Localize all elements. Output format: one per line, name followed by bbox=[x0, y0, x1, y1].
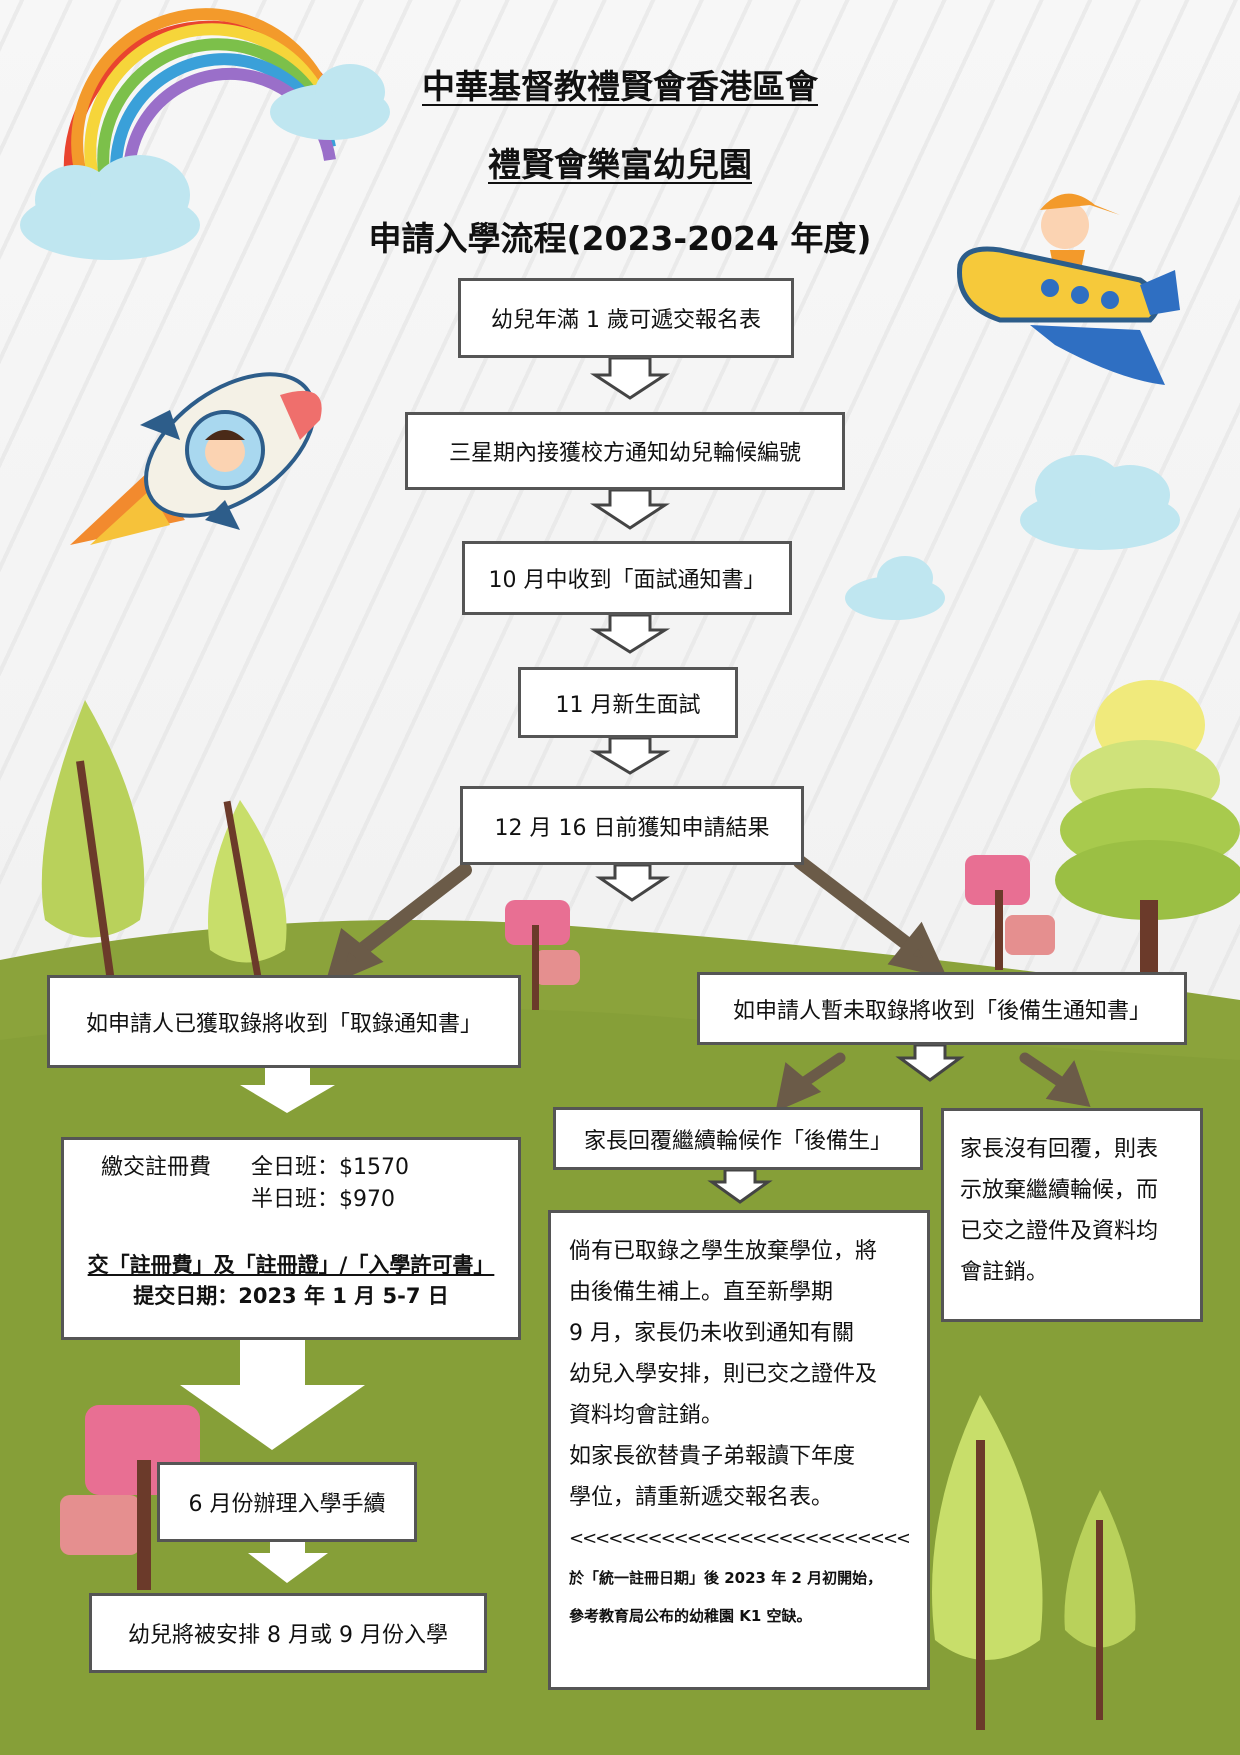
info-line: 幼兒入學安排，則已交之證件及 bbox=[569, 1362, 878, 1387]
fee-label: 繳交註冊費 bbox=[101, 1155, 212, 1180]
org-name: 中華基督教禮賢會香港區會 bbox=[422, 67, 818, 106]
step-result: 12 月 16 日前獲知申請結果 bbox=[460, 786, 804, 865]
step-interview: 11 月新生面試 bbox=[518, 667, 738, 738]
note-line: 於「統一註冊日期」後 2023 年 2 月初開始， bbox=[569, 1569, 883, 1587]
arrow-down-icon bbox=[589, 356, 965, 1204]
admitted-notice: 如申請人已獲取錄將收到「取錄通知書」 bbox=[47, 975, 521, 1068]
no-reply-line: 家長沒有回覆，則表 bbox=[960, 1137, 1159, 1162]
separator-line: <<<<<<<<<<<<<<<<<<<<<<<<<<<<<<< bbox=[569, 1528, 909, 1549]
no-reply-box: 家長沒有回覆，則表 示放棄繼續輪候，而 已交之證件及資料均 會註銷。 bbox=[941, 1108, 1203, 1322]
tree-icon bbox=[932, 1395, 1136, 1730]
no-reply-line: 會註銷。 bbox=[960, 1260, 1049, 1285]
tree-icon bbox=[41, 700, 287, 990]
no-reply-line: 已交之證件及資料均 bbox=[960, 1219, 1159, 1244]
tree-icon bbox=[965, 680, 1240, 980]
arrow-diagonal-icon bbox=[324, 855, 1091, 1112]
school-name: 禮賢會樂富幼兒園 bbox=[488, 145, 752, 184]
rocket-icon bbox=[70, 372, 322, 545]
cloud-icon bbox=[20, 64, 1180, 620]
info-line: 學位，請重新遞交報名表。 bbox=[569, 1485, 834, 1510]
info-line: 倘有已取錄之學生放棄學位，將 bbox=[569, 1239, 878, 1264]
note-line: 參考教育局公布的幼稚園 K1 空缺。 bbox=[569, 1607, 812, 1625]
enrolment-procedure: 6 月份辦理入學手續 bbox=[157, 1462, 417, 1542]
info-line: 資料均會註銷。 bbox=[569, 1403, 724, 1428]
step-interview-notice: 10 月中收到「面試通知書」 bbox=[462, 541, 792, 615]
no-reply-line: 示放棄繼續輪候，而 bbox=[960, 1178, 1159, 1203]
info-line: 9 月，家長仍未收到通知有關 bbox=[569, 1321, 854, 1346]
fee-full-day: 全日班：$1570 bbox=[251, 1155, 409, 1180]
waitlist-reply: 家長回覆繼續輪候作「後備生」 bbox=[553, 1107, 923, 1170]
airplane-icon bbox=[957, 193, 1180, 385]
submit-items: 交「註冊費」及「註冊證」/「入學許可書」 bbox=[87, 1253, 495, 1277]
step-waitlist-number: 三星期內接獲校方通知幼兒輪候編號 bbox=[405, 412, 845, 490]
info-line: 由後備生補上。直至新學期 bbox=[569, 1280, 834, 1305]
info-line: 如家長欲替貴子弟報讀下年度 bbox=[569, 1444, 856, 1469]
arrow-down-icon bbox=[180, 1068, 365, 1583]
fee-half-day: 半日班：$970 bbox=[251, 1187, 395, 1212]
enrolment-date: 幼兒將被安排 8 月或 9 月份入學 bbox=[89, 1593, 487, 1673]
waitlist-notice: 如申請人暫未取錄將收到「後備生通知書」 bbox=[697, 972, 1187, 1045]
registration-fee-box: 繳交註冊費 全日班：$1570 半日班：$970 交「註冊費」及「註冊證」/「入… bbox=[61, 1137, 521, 1340]
submit-date: 提交日期：2023 年 1 月 5-7 日 bbox=[133, 1284, 449, 1308]
tree-icon bbox=[505, 900, 580, 1010]
step-apply: 幼兒年滿 1 歲可遞交報名表 bbox=[458, 278, 794, 358]
waitlist-info-box: 倘有已取錄之學生放棄學位，將 由後備生補上。直至新學期 9 月，家長仍未收到通知… bbox=[548, 1210, 930, 1690]
page-title: 申請入學流程(2023-2024 年度) bbox=[368, 219, 872, 258]
